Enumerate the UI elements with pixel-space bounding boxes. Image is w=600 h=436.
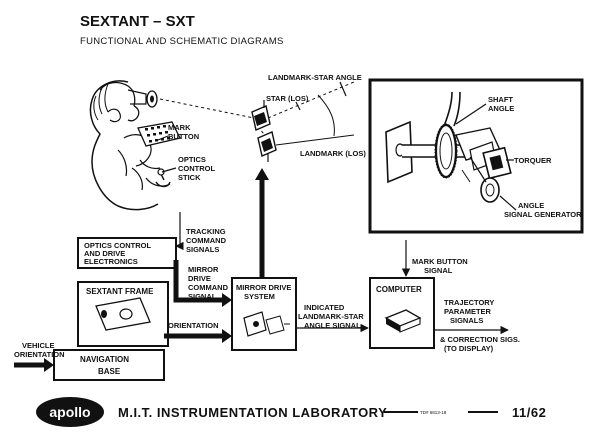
- page-subtitle: FUNCTIONAL AND SCHEMATIC DIAGRAMS: [80, 36, 284, 47]
- correction-signals-label: & CORRECTION SIGS.: [440, 335, 520, 344]
- svg-text:SIGNALS: SIGNALS: [186, 245, 219, 254]
- vehicle-orientation-label: VEHICLE: [22, 341, 55, 350]
- svg-text:(TO DISPLAY): (TO DISPLAY): [444, 344, 494, 353]
- svg-text:CONTROL: CONTROL: [178, 164, 215, 173]
- svg-text:ANGLE SIGNAL: ANGLE SIGNAL: [304, 321, 361, 330]
- computer-illustration: [384, 309, 422, 333]
- mark-button-label: MARK: [168, 123, 191, 132]
- svg-text:SIGNAL: SIGNAL: [424, 266, 453, 275]
- svg-text:LANDMARK-STAR: LANDMARK-STAR: [298, 312, 364, 321]
- astronaut-illustration: [89, 80, 181, 211]
- svg-text:ORIENTATION: ORIENTATION: [14, 350, 65, 359]
- mark-button-signal-label: MARK BUTTON: [412, 257, 468, 266]
- mirror-drive-illustration: [243, 311, 290, 337]
- optics-control-box-title: OPTICS CONTROL: [84, 241, 152, 250]
- optics-control-stick-label: OPTICS: [178, 155, 206, 164]
- optics-control-box: [77, 237, 177, 269]
- landmark-star-angle-label: LANDMARK-STAR ANGLE: [268, 73, 362, 82]
- trajectory-label: TRAJECTORY: [444, 298, 494, 307]
- svg-text:SIGNALS: SIGNALS: [450, 316, 483, 325]
- reference-number: TD# 6813-18: [420, 410, 447, 415]
- svg-text:STICK: STICK: [178, 173, 201, 182]
- torquer-label: TORQUER: [514, 156, 552, 165]
- landmark-los-line: [275, 134, 355, 146]
- sextant-frame-illustration: [95, 297, 151, 331]
- svg-text:COMMAND: COMMAND: [188, 283, 229, 292]
- computer-title: COMPUTER: [376, 285, 422, 294]
- svg-text:DRIVE: DRIVE: [188, 274, 211, 283]
- svg-text:AND DRIVE: AND DRIVE: [84, 249, 125, 258]
- svg-text:BUTTON: BUTTON: [168, 132, 199, 141]
- lab-name: M.I.T. INSTRUMENTATION LABORATORY: [118, 405, 387, 420]
- mirror-drive-box: [231, 277, 297, 351]
- tracking-command-arrow: [175, 212, 184, 251]
- svg-text:COMMAND: COMMAND: [186, 236, 227, 245]
- apollo-logo-text: apollo: [49, 404, 90, 420]
- orientation-label: ORIENTATION: [168, 321, 219, 330]
- star-los-label: STAR (LOS): [266, 94, 309, 103]
- indicated-angle-label: INDICATED: [304, 303, 345, 312]
- svg-text:ELECTRONICS: ELECTRONICS: [84, 257, 138, 266]
- svg-text:ANGLE: ANGLE: [488, 104, 514, 113]
- apollo-logo: apollo: [36, 397, 104, 427]
- angle-arc: [317, 94, 335, 137]
- svg-text:SIGNAL: SIGNAL: [188, 292, 217, 301]
- sextant-frame-title: SEXTANT FRAME: [86, 287, 154, 296]
- document-date: 11/62: [512, 405, 546, 420]
- mirror-drive-title: MIRROR DRIVE: [236, 283, 291, 292]
- page-title: SEXTANT – SXT: [80, 13, 195, 30]
- svg-text:BASE: BASE: [98, 367, 121, 376]
- tracking-command-label: TRACKING: [186, 227, 226, 236]
- svg-text:PARAMETER: PARAMETER: [444, 307, 492, 316]
- svg-text:SIGNAL GENERATOR: SIGNAL GENERATOR: [504, 210, 582, 219]
- line-of-sight: [159, 98, 255, 119]
- mirror-drive-command-arrow: [173, 260, 222, 303]
- mirror-assembly: [251, 100, 277, 162]
- landmark-los-label: LANDMARK (LOS): [300, 149, 366, 158]
- navigation-base-title: NAVIGATION: [80, 355, 129, 364]
- mirror-drive-command-label: MIRROR: [188, 265, 219, 274]
- angle-signal-generator-label: ANGLE: [518, 201, 544, 210]
- svg-text:SYSTEM: SYSTEM: [244, 292, 275, 301]
- shaft-angle-label: SHAFT: [488, 95, 513, 104]
- shaft-mechanism-illustration: [385, 91, 517, 211]
